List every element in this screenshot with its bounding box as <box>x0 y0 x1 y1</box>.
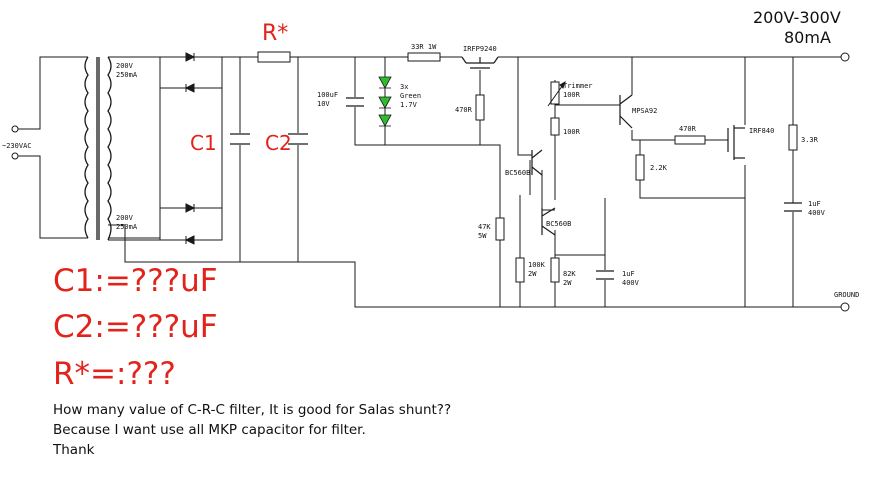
r47k-value: 47K <box>478 223 491 231</box>
r-star-label: R* <box>262 21 288 46</box>
message-line-3: Thank <box>53 442 95 458</box>
c1-label: C1 <box>190 131 217 155</box>
led-count-label: 3x <box>400 83 408 91</box>
bc560b-upper-label: BC560B <box>505 169 530 177</box>
r2-2k-label: 2.2K <box>650 164 668 172</box>
bridge-diodes <box>184 52 196 245</box>
trimmer-value: 100R <box>563 91 581 99</box>
question-r-star: R*=:??? <box>53 356 176 392</box>
resistors <box>257 51 798 283</box>
r100k-value: 100K <box>528 261 546 269</box>
secondary-upper-voltage: 200V <box>116 62 134 70</box>
capacitors <box>230 97 802 280</box>
green-leds <box>378 76 392 127</box>
r470-gate-label: 470R <box>455 106 473 114</box>
cap-100uf-rating: 10V <box>317 100 330 108</box>
terminals <box>11 52 850 312</box>
transistors <box>461 56 745 236</box>
secondary-lower-voltage: 200V <box>116 214 134 222</box>
transformer-symbol <box>84 56 112 241</box>
spec-voltage: 200V-300V <box>753 8 841 27</box>
question-c1: C1:=???uF <box>53 263 218 299</box>
ac-input-label: ~230VAC <box>2 142 32 150</box>
mpsa92-label: MPSA92 <box>632 107 657 115</box>
r82k-value: 82K <box>563 270 576 278</box>
trimmer-arrow <box>547 80 566 107</box>
cap-1uf-b-rating: 400V <box>808 209 826 217</box>
spec-current: 80mA <box>784 28 831 47</box>
irf840-label: IRF840 <box>749 127 774 135</box>
led-color-label: Green <box>400 92 421 100</box>
cap-1uf-a-rating: 400V <box>622 279 640 287</box>
cap-1uf-a-label: 1uF <box>622 270 635 278</box>
r470-label: 470R <box>679 125 697 133</box>
r33-label: 33R 1W <box>411 43 437 51</box>
message-line-1: How many value of C-R-C filter, It is go… <box>53 402 452 418</box>
question-c2: C2:=???uF <box>53 309 218 345</box>
irfp9240-label: IRFP9240 <box>463 45 497 53</box>
ground-label: GROUND <box>834 291 859 299</box>
r3-3-label: 3.3R <box>801 136 819 144</box>
cap-1uf-b-label: 1uF <box>808 200 821 208</box>
c2-label: C2 <box>265 131 292 155</box>
r100k-wattage: 2W <box>528 270 537 278</box>
bc560b-lower-label: BC560B <box>546 220 571 228</box>
cap-100uf-label: 100uF <box>317 91 338 99</box>
wires <box>17 56 845 308</box>
trimmer-label: Trimmer <box>563 82 593 90</box>
secondary-upper-current: 250mA <box>116 71 138 79</box>
message-line-2: Because I want use all MKP capacitor for… <box>53 422 366 438</box>
r100-label: 100R <box>563 128 581 136</box>
secondary-lower-current: 250mA <box>116 223 138 231</box>
r82k-wattage: 2W <box>563 279 572 287</box>
r47k-wattage: 5W <box>478 232 487 240</box>
led-voltage-label: 1.7V <box>400 101 418 109</box>
